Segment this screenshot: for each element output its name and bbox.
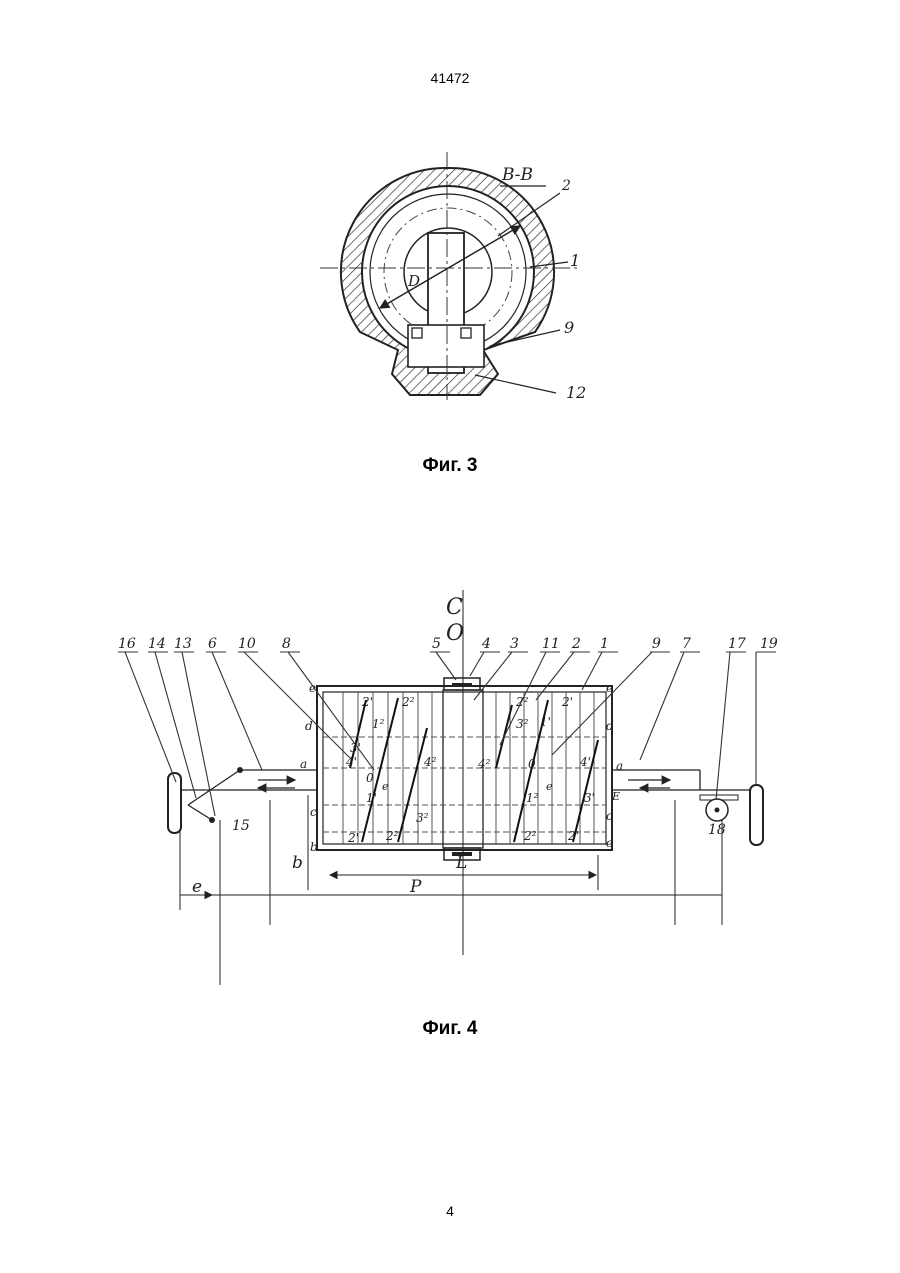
left-handle: [168, 773, 181, 833]
coil-left-1: 2': [361, 695, 373, 709]
edge-right-e: e: [606, 681, 613, 695]
callout-19: 19: [760, 636, 778, 652]
edge-left-b: b: [310, 840, 318, 854]
offset-label-e: E: [611, 790, 620, 803]
callout-14: 14: [148, 636, 166, 652]
right-handle: [750, 785, 763, 845]
coil-right-4: 1': [540, 715, 551, 729]
page-number: 4: [0, 1203, 900, 1219]
callout-1: 1: [570, 251, 580, 270]
coil-right-3: 3²: [516, 717, 529, 731]
coil-left-7: 4²: [423, 755, 437, 769]
coil-right-5: 4²: [477, 757, 491, 771]
callout-10: 10: [238, 636, 256, 652]
top-symbol-c: C: [446, 595, 463, 620]
coil-right-8: 1²: [526, 791, 539, 805]
dim-e: e: [192, 877, 202, 897]
offset-label-right: e: [546, 780, 553, 793]
callout-12: 12: [566, 383, 586, 402]
figure-3-drawing: B-B D 2 1 9 12: [320, 152, 586, 402]
coil-right-6: 0: [528, 757, 536, 771]
coil-right-2: 2': [561, 695, 573, 709]
callout-13: 13: [174, 636, 192, 652]
coil-left-3: 1²: [372, 717, 385, 731]
diameter-label: D: [407, 272, 420, 290]
callout-2b: 2: [571, 636, 581, 652]
callout-18: 18: [708, 822, 726, 838]
callout-15: 15: [232, 818, 250, 834]
coil-left-8: 1': [366, 791, 377, 805]
dim-L: L: [455, 853, 467, 873]
callout-9: 9: [564, 318, 574, 337]
dim-P: P: [409, 877, 422, 897]
figure-4-caption: Фиг. 4: [0, 1018, 900, 1040]
callout-5: 5: [432, 636, 441, 652]
coil-right-7: 4': [579, 755, 591, 769]
callout-1b: 1: [600, 636, 609, 652]
edge-left-c: c: [310, 805, 317, 819]
section-label: B-B: [501, 165, 533, 185]
edge-left-d: d: [305, 719, 313, 733]
coil-right-1: 2²: [515, 695, 529, 709]
coil-left-4: 3': [350, 741, 361, 755]
callout-3: 3: [510, 636, 519, 652]
edge-right-a: a: [616, 759, 623, 773]
coil-right-9: 3': [584, 791, 595, 805]
callout-17: 17: [728, 636, 746, 652]
callout-7: 7: [682, 636, 691, 652]
coil-left-11: 2²: [385, 829, 399, 843]
figure-4-drawing: C O: [118, 590, 778, 985]
edge-right-e2: e: [606, 836, 613, 850]
edge-left-a: a: [300, 757, 307, 771]
coil-left-9: 3²: [416, 811, 429, 825]
coil-left-5: 4': [345, 755, 357, 769]
edge-left-e: e: [309, 681, 316, 695]
coil-right-10: 2²: [523, 829, 537, 843]
callout-9b: 9: [652, 636, 661, 652]
callout-6: 6: [208, 636, 217, 652]
dim-b: b: [292, 853, 303, 873]
top-symbol-o: O: [446, 621, 464, 646]
callout-8: 8: [282, 636, 291, 652]
edge-right-c: c: [606, 809, 613, 823]
coil-right-11: 2': [567, 829, 579, 843]
edge-right-d: d: [606, 719, 614, 733]
callout-16: 16: [118, 636, 136, 652]
coil-left-2: 2²: [401, 695, 415, 709]
callout-4: 4: [481, 636, 491, 652]
offset-label-left: e: [382, 780, 389, 793]
coil-left-10: 2': [347, 831, 359, 845]
figure-3-caption: Фиг. 3: [0, 455, 900, 477]
callout-11: 11: [542, 636, 560, 652]
coil-left-6: 0: [366, 771, 374, 785]
callout-2: 2: [561, 178, 571, 194]
